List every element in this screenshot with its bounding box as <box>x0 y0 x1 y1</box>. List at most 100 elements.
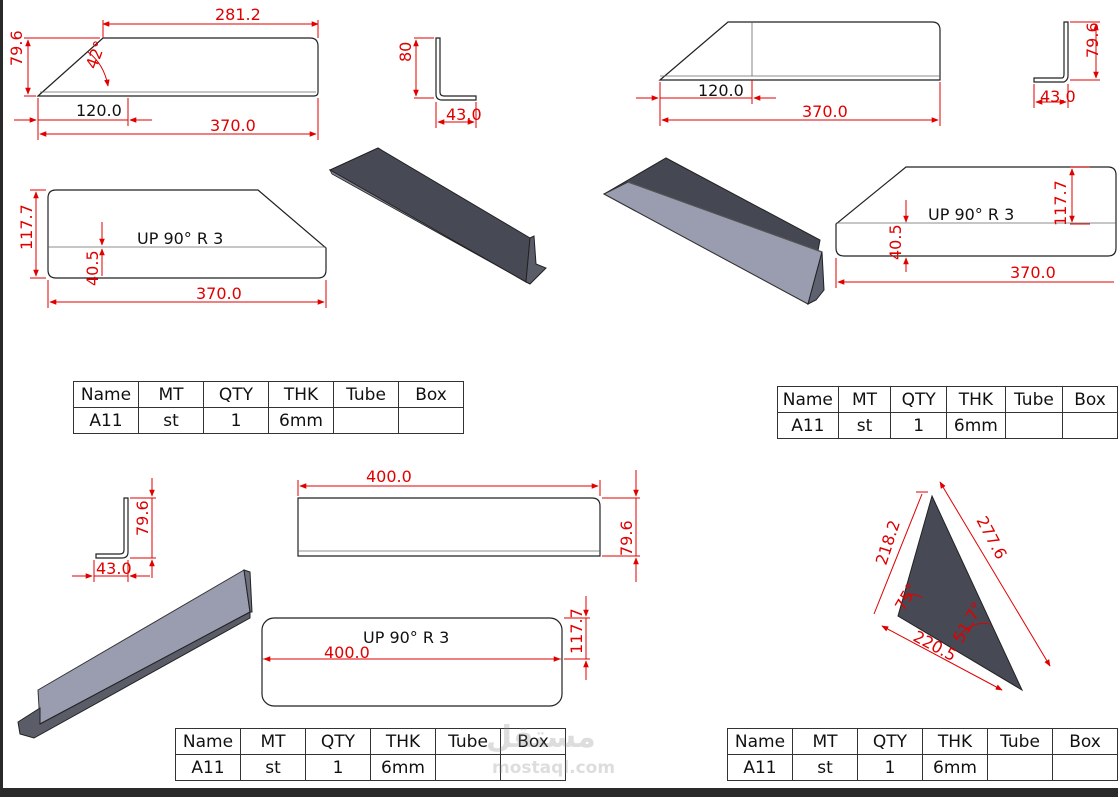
bom-data-row: A11 st 1 6mm <box>175 754 566 781</box>
dim-flat-length-2: 370.0 <box>1010 263 1056 282</box>
dim-flat-height: 117.7 <box>17 204 36 250</box>
bom-header-cell: Tube <box>333 381 399 408</box>
l-profile-view-3 <box>72 478 156 582</box>
bom-header-cell: Box <box>398 381 464 408</box>
bom-cell: st <box>837 412 892 439</box>
bom-header-cell: THK <box>370 728 436 755</box>
dim-flat-height-3: 117.7 <box>567 608 586 654</box>
bom-header-cell: Box <box>1052 728 1118 755</box>
dim-l-height: 80 <box>396 42 415 62</box>
bom-cell: A11 <box>777 412 839 439</box>
bom-header-row: Name MT QTY THK Tube Box <box>73 381 464 408</box>
watermark: مستقل mostaql.com <box>486 720 636 780</box>
dim-overall-length-2: 370.0 <box>802 102 848 121</box>
bom-header-cell: Tube <box>987 728 1053 755</box>
bom-data-row: A11 st 1 6mm <box>727 754 1118 781</box>
bom-header-cell: Name <box>175 728 241 755</box>
watermark-latin: mostaql.com <box>492 758 616 778</box>
bom-cell <box>333 407 399 434</box>
l-profile-view-1 <box>413 37 477 128</box>
dim-flat-length-3: 400.0 <box>324 643 370 662</box>
bom-header-cell: THK <box>946 386 1006 413</box>
bom-table-3: Name MT QTY THK Tube Box A11 st 1 6mm <box>175 728 566 781</box>
dim-l-flange: 43.0 <box>446 105 482 124</box>
bom-header-row: Name MT QTY THK Tube Box <box>727 728 1118 755</box>
bom-table-1: Name MT QTY THK Tube Box A11 st 1 6mm <box>73 381 464 434</box>
dim-rect-height: 79.6 <box>617 520 636 556</box>
sheet-frame-left <box>0 0 3 797</box>
bom-cell <box>500 754 566 781</box>
bom-header-cell: QTY <box>305 728 371 755</box>
dim-chamfer-offset-2: 120.0 <box>698 81 744 100</box>
bom-cell <box>987 754 1053 781</box>
bend-note-right: UP 90° R 3 <box>928 205 1014 224</box>
bom-cell <box>1062 412 1118 439</box>
dim-rect-length: 400.0 <box>366 467 412 486</box>
bom-table-4: Name MT QTY THK Tube Box A11 st 1 6mm <box>727 728 1118 781</box>
bom-cell: 6mm <box>370 754 436 781</box>
side-view-2 <box>636 21 941 126</box>
bom-cell: A11 <box>727 754 793 781</box>
bom-header-cell: Name <box>727 728 793 755</box>
bom-header-cell: Box <box>1062 386 1118 413</box>
bend-note-left: UP 90° R 3 <box>137 229 223 248</box>
flat-pattern-2 <box>835 166 1117 288</box>
bom-header-cell: MT <box>138 381 204 408</box>
bom-cell <box>435 754 501 781</box>
bom-cell: A11 <box>175 754 241 781</box>
bom-header-cell: MT <box>837 386 892 413</box>
dim-flat-height-2: 117.7 <box>1051 180 1070 226</box>
dim-chamfer-offset: 120.0 <box>76 101 122 120</box>
dim-overall-length: 370.0 <box>210 116 256 135</box>
bom-cell: A11 <box>73 407 139 434</box>
dim-top-width: 281.2 <box>215 5 261 24</box>
bom-table-2: Name MT QTY THK Tube Box A11 st 1 6mm <box>777 386 1118 439</box>
l-profile-view-2 <box>1033 21 1100 108</box>
dim-tri-right: 277.6 <box>972 513 1010 562</box>
flat-pattern-1 <box>30 189 327 308</box>
iso-part-2 <box>602 157 825 305</box>
bom-cell <box>1004 412 1064 439</box>
bom-cell: 1 <box>857 754 923 781</box>
bom-cell <box>398 407 464 434</box>
bom-cell: 1 <box>890 412 948 439</box>
iso-part-3 <box>17 569 253 739</box>
dim-side-height: 79.6 <box>7 30 26 66</box>
bom-cell: st <box>792 754 858 781</box>
bom-header-cell: Name <box>777 386 839 413</box>
side-view-1 <box>14 20 319 140</box>
bom-header-cell: Tube <box>1004 386 1064 413</box>
triangle-gusset <box>873 481 1051 692</box>
dim-l-height-3: 79.6 <box>133 500 152 536</box>
bom-data-row: A11 st 1 6mm <box>73 407 464 434</box>
bom-cell: 1 <box>305 754 371 781</box>
sheet-frame-bottom <box>0 788 1118 797</box>
dim-flat-inner-2: 40.5 <box>886 224 905 260</box>
dim-l-flange-2: 43.0 <box>1040 87 1076 106</box>
flat-pattern-3 <box>261 596 590 707</box>
side-view-3 <box>297 470 640 582</box>
bom-header-cell: Box <box>500 728 566 755</box>
bom-cell: st <box>138 407 204 434</box>
dim-flat-inner: 40.5 <box>83 250 102 286</box>
dim-l-height-2: 79.6 <box>1083 22 1102 58</box>
bom-cell <box>1052 754 1118 781</box>
bom-cell: 6mm <box>922 754 988 781</box>
bom-header-cell: QTY <box>203 381 269 408</box>
dim-flat-length: 370.0 <box>196 284 242 303</box>
bom-data-row: A11 st 1 6mm <box>777 412 1118 439</box>
bom-header-cell: QTY <box>890 386 948 413</box>
watermark-arabic: مستقل <box>486 720 596 755</box>
bom-header-cell: QTY <box>857 728 923 755</box>
bom-cell: st <box>240 754 306 781</box>
bom-header-row: Name MT QTY THK Tube Box <box>777 386 1118 413</box>
iso-part-1 <box>328 147 547 285</box>
bom-header-cell: THK <box>268 381 334 408</box>
dim-tri-left: 218.2 <box>872 518 904 567</box>
bend-note-bottom: UP 90° R 3 <box>363 628 449 647</box>
bom-header-cell: Name <box>73 381 139 408</box>
bom-header-cell: THK <box>922 728 988 755</box>
bom-header-cell: MT <box>240 728 306 755</box>
bom-header-cell: MT <box>792 728 858 755</box>
